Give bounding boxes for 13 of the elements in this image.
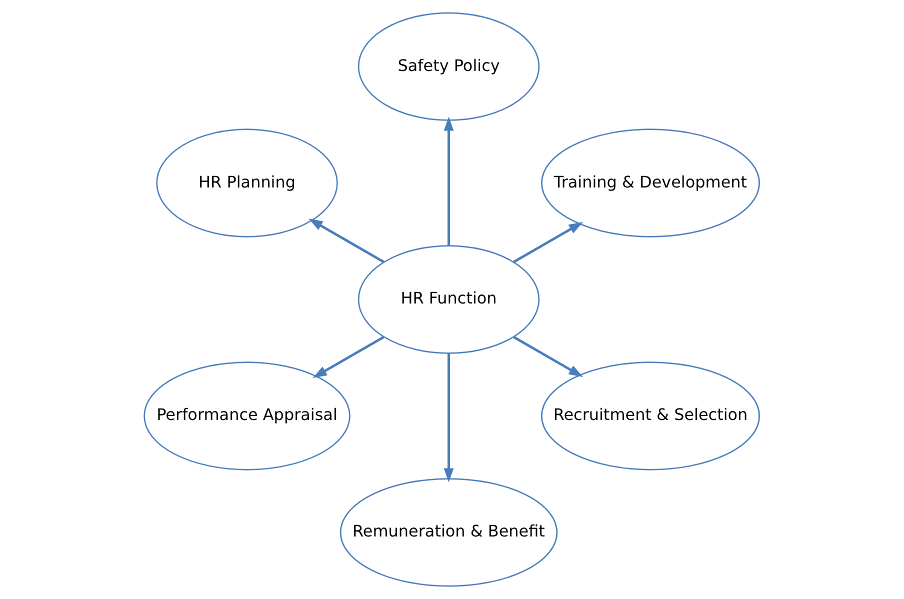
arrow — [444, 116, 454, 246]
node-ellipse: HR Planning — [156, 128, 338, 238]
arrow — [312, 336, 384, 378]
arrow — [513, 222, 584, 264]
node-ellipse: Recruitment & Selection — [541, 362, 760, 470]
arrow — [444, 353, 454, 482]
node-ellipse: HR Function — [358, 245, 540, 354]
arrow — [513, 336, 584, 378]
node-ellipse: Remuneration & Benefit — [340, 478, 558, 587]
node-ellipse: Safety Policy — [358, 12, 540, 121]
node-ellipse: Performance Appraisal — [144, 362, 350, 470]
arrow — [308, 218, 384, 264]
node-ellipse: Training & Development — [541, 128, 760, 238]
